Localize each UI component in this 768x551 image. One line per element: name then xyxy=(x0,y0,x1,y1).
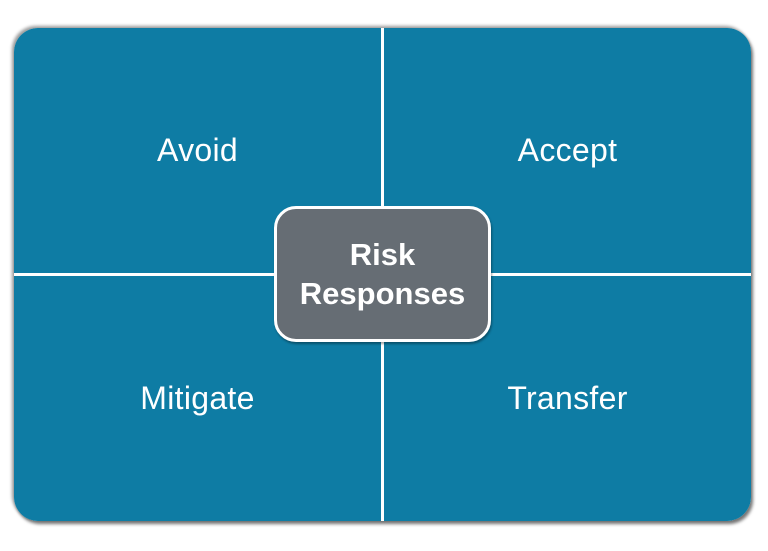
quadrant-avoid-label: Avoid xyxy=(157,132,238,168)
quadrant-avoid: Avoid xyxy=(14,28,381,273)
quadrant-mitigate: Mitigate xyxy=(14,276,381,521)
quadrant-mitigate-label: Mitigate xyxy=(140,380,255,416)
quadrant-transfer-label: Transfer xyxy=(507,380,628,416)
quadrant-accept-label: Accept xyxy=(517,132,618,168)
center-node: Risk Responses xyxy=(274,206,491,342)
center-node-label: Risk Responses xyxy=(299,237,466,311)
